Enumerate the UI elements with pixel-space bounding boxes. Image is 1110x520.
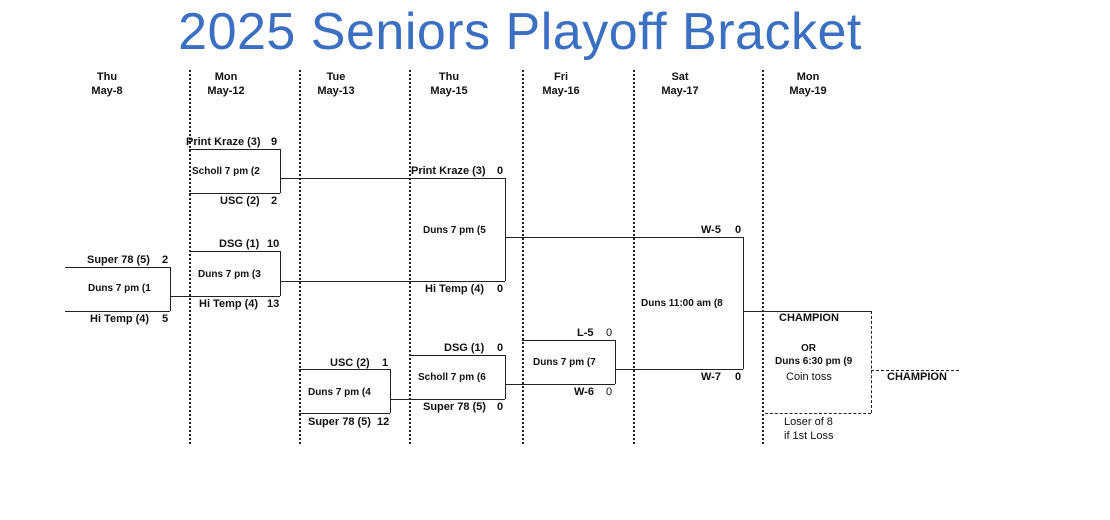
day-separator [762,70,764,444]
g5-top-team: Print Kraze (3) [411,165,486,177]
bracket-line [299,369,390,370]
g9-loser-line-1: Loser of 8 [784,416,833,428]
day-separator [522,70,524,444]
bracket-line [505,355,506,399]
bracket-line-dashed [871,370,959,371]
bracket-line [280,178,505,179]
bracket-line [522,340,615,341]
bracket-line [505,178,506,281]
g7-bottom-team: W-6 [574,386,594,398]
bracket-line [390,369,391,413]
g2-bottom-team: USC (2) [220,195,260,207]
bracket-line-dashed [871,311,872,413]
bracket-line [189,193,280,194]
g5-game-label: Duns 7 pm (5 [423,225,486,236]
g7-game-label: Duns 7 pm (7 [533,357,596,368]
g1-top-team: Super 78 (5) [87,254,150,266]
g4-top-score: 1 [382,357,389,369]
g9-or-text: OR [801,343,816,354]
bracket-line [280,251,281,296]
day-separator [633,70,635,444]
g7-top-team: L-5 [577,327,594,339]
g4-bottom-score: 12 [377,416,390,428]
g6-top-team: DSG (1) [444,342,485,354]
bracket-line [743,311,871,312]
g7-top-score: 0 [606,327,613,339]
g7-bottom-score: 0 [606,386,613,398]
bracket-line [505,384,615,385]
g5-bottom-score: 0 [497,283,504,295]
bracket-line [189,149,280,150]
g2-game-label: Scholl 7 pm (2 [192,166,260,177]
g9-champion-label: CHAMPION [779,312,839,324]
g3-top-score: 10 [267,238,280,250]
g1-bottom-team: Hi Temp (4) [90,313,150,325]
g2-bottom-score: 2 [271,195,278,207]
bracket-line [280,149,281,193]
g5-top-score: 0 [497,165,504,177]
g8-top-team: W-5 [701,224,721,236]
bracket-line [170,296,280,297]
g4-game-label: Duns 7 pm (4 [308,387,371,398]
bracket-line [615,369,743,370]
g3-bottom-team: Hi Temp (4) [199,298,259,310]
page-title: 2025 Seniors Playoff Bracket [178,3,862,61]
bracket-line [409,355,505,356]
g8-game-label: Duns 11:00 am (8 [641,298,723,309]
g1-bottom-score: 5 [162,313,169,325]
g2-top-score: 9 [271,136,278,148]
day-separator [409,70,411,444]
bracket-line [615,340,616,384]
g8-bottom-score: 0 [735,371,742,383]
final-champion-label: CHAMPION [887,371,947,383]
bracket-line [65,267,170,268]
g6-top-score: 0 [497,342,504,354]
bracket-line [170,267,171,311]
g8-top-score: 0 [735,224,742,236]
g9-note: Coin toss [786,371,832,383]
g3-top-team: DSG (1) [219,238,260,250]
bracket-line [390,399,505,400]
bracket-line [280,281,505,282]
g4-top-team: USC (2) [330,357,370,369]
g9-game-label: Duns 6:30 pm (9 [775,356,853,367]
bracket-line [505,237,743,238]
bracket-line [299,413,390,414]
g3-game-label: Duns 7 pm (3 [198,269,261,280]
g6-bottom-score: 0 [497,401,504,413]
g4-bottom-team: Super 78 (5) [308,416,371,428]
day-separator [189,70,191,444]
bracket-line-dashed [765,413,871,414]
bracket-line [743,237,744,369]
g2-top-team: Print Kraze (3) [186,136,261,148]
bracket-line [189,251,280,252]
g3-bottom-score: 13 [267,298,280,310]
g8-bottom-team: W-7 [701,371,721,383]
g6-bottom-team: Super 78 (5) [423,401,486,413]
g9-loser-line-2: if 1st Loss [784,430,834,442]
g1-top-score: 2 [162,254,169,266]
g6-game-label: Scholl 7 pm (6 [418,372,486,383]
g1-game-label: Duns 7 pm (1 [88,283,151,294]
day-separator [299,70,301,444]
g5-bottom-team: Hi Temp (4) [425,283,485,295]
bracket-line [65,311,170,312]
